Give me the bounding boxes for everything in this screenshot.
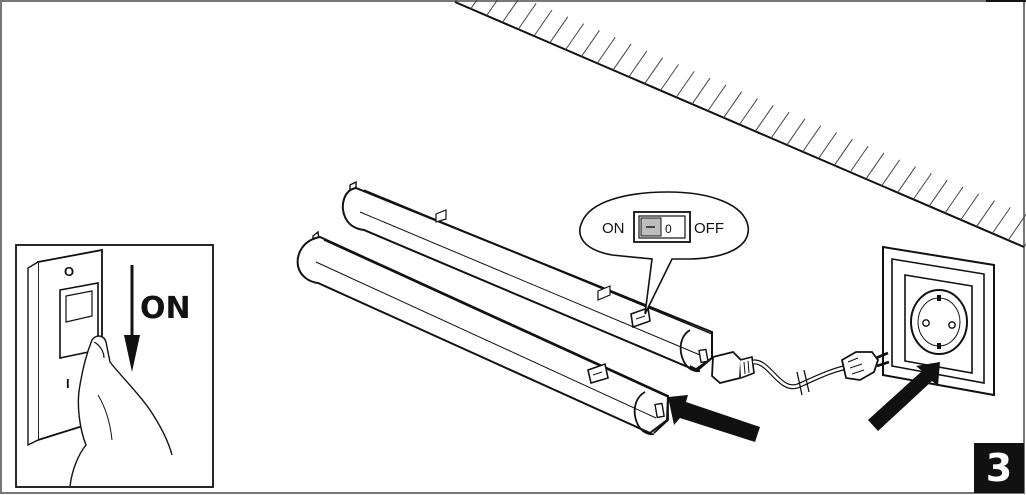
wall-hatch-line — [928, 179, 948, 207]
inset-finger-crease — [97, 394, 113, 441]
wall-hatch-lines — [454, 0, 1026, 248]
cable-connector-rib-a — [743, 361, 746, 375]
bar-upper-end-cap — [679, 329, 701, 373]
socket-round-recess — [910, 289, 968, 355]
wall-hatch-line — [596, 36, 616, 64]
wall-hatch-line — [644, 57, 664, 84]
wall-socket — [882, 245, 995, 397]
wall-hatch-line — [533, 9, 553, 37]
wall-hatch-line — [502, 0, 519, 23]
socket-ground-pin-bottom — [937, 343, 941, 349]
inset-switch-plate-side — [27, 261, 39, 447]
wall-hatch-line — [770, 111, 790, 139]
wall-hatch-line — [549, 16, 569, 44]
wall-hatch-line — [991, 207, 1011, 234]
wall-hatch-line — [912, 173, 932, 200]
plug-body — [840, 351, 880, 381]
bar-upper-rocker-line — [635, 315, 646, 320]
callout-off-label: OFF — [694, 220, 724, 237]
bar-lower-body — [296, 235, 670, 435]
wall-hatch-line — [786, 118, 806, 146]
plug-grip-lines — [847, 357, 865, 375]
step-badge: 3 — [974, 443, 1024, 493]
wall-hatch-line — [739, 98, 758, 125]
bar-lower-end-face — [653, 397, 669, 434]
wall-hatch-line — [976, 200, 995, 227]
bar-upper-socket-port — [698, 348, 709, 364]
bar-lower-lens-line — [315, 261, 657, 419]
socket-ground-pin — [937, 295, 941, 301]
wall-hatch-line — [707, 84, 727, 112]
bar-upper-lens-line — [359, 211, 701, 356]
switch-callout: ON OFF 0 — [579, 191, 749, 315]
bar-lower-socket-port — [654, 402, 665, 419]
socket-hole-left — [922, 319, 930, 327]
frame-corner-mark — [986, 0, 1026, 2]
wall-hatch-line — [944, 186, 964, 214]
wall-hatch-line — [881, 159, 901, 187]
callout-rocker-off-mark: 0 — [665, 222, 672, 236]
insert-arrow — [668, 395, 760, 442]
bar-upper-body — [341, 186, 713, 372]
wall-hatch-line — [675, 70, 695, 98]
inset-rocker-upper-half — [65, 290, 93, 323]
bar-upper-top-edge — [363, 189, 713, 335]
bar-upper-end-face — [689, 334, 713, 372]
callout-bubble — [579, 191, 749, 315]
cable-break-mark-b — [803, 369, 810, 393]
bar-lower-rocker-line — [592, 371, 603, 376]
wall-hatch-line — [960, 193, 980, 221]
wall-hatch-line — [470, 0, 478, 10]
wall-hatching — [454, 0, 1026, 248]
wall-hatch-line — [802, 125, 822, 153]
plug-in-arrow — [868, 362, 940, 431]
wall-hatch-line — [581, 30, 600, 57]
plug-pin-a — [875, 351, 889, 360]
light-bar-upper — [341, 180, 713, 373]
plug-pin-b — [876, 360, 890, 368]
wall-hatch-line — [865, 152, 885, 180]
wall-hatch-line — [628, 50, 648, 78]
inset-on-label: ON — [140, 291, 191, 326]
inset-down-arrow-head — [124, 335, 140, 372]
wall-hatch-line — [897, 166, 916, 193]
wall-hatch-line — [612, 43, 632, 71]
wall-hatch-line — [660, 64, 679, 91]
cable-connector-sleeve — [739, 356, 755, 379]
wall-hatch-line — [1007, 213, 1026, 241]
callout-on-label: ON — [602, 220, 625, 237]
cable-connector-rib-b — [747, 360, 750, 374]
wall-hatch-line — [723, 91, 743, 118]
bar-upper-mount-clip-a — [435, 209, 447, 223]
wall-hatch-line — [849, 145, 869, 173]
wall-hatch-line — [517, 2, 537, 30]
power-cable — [711, 351, 890, 396]
inset-fingernail — [93, 341, 105, 359]
wall-switch-inset: O I ON — [15, 244, 214, 488]
socket-hole-right — [948, 321, 956, 329]
wall-hatch-line — [818, 132, 837, 159]
wall-hatch-line — [565, 23, 585, 50]
bar-lower-top-edge — [323, 239, 669, 398]
inset-off-mark: O — [64, 264, 74, 279]
cable-connector-body — [711, 351, 742, 384]
bar-upper-mount-clip-b — [597, 285, 611, 301]
light-bar-lower — [296, 230, 670, 436]
inset-hand — [69, 335, 173, 487]
wall-hatch-line — [754, 105, 774, 132]
cable-break-mark-a — [796, 371, 803, 396]
wall-hatch-line — [691, 77, 711, 105]
wall-hatch-line — [833, 139, 853, 166]
inset-on-mark: I — [66, 376, 70, 391]
step-number: 3 — [986, 446, 1012, 490]
step-badge-box — [974, 443, 1024, 493]
bar-lower-end-cap — [633, 391, 655, 436]
wall-hatch-line — [486, 0, 499, 16]
